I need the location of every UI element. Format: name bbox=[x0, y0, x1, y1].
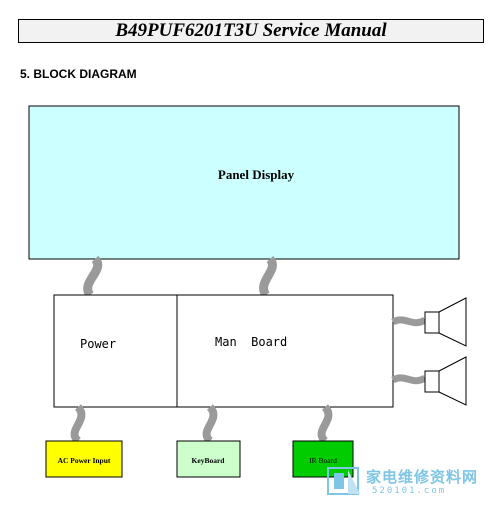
watermark-text: 家电维修资料网 bbox=[366, 468, 479, 486]
power-board-label: Power bbox=[80, 337, 116, 351]
speaker-icon bbox=[424, 297, 467, 347]
cable-main-ir bbox=[317, 404, 333, 444]
watermark-subtext: 520101.com bbox=[372, 486, 447, 496]
keyboard-label: KeyBoard bbox=[192, 456, 226, 465]
speaker-icon bbox=[424, 356, 467, 406]
section-heading: 5. BLOCK DIAGRAM bbox=[20, 67, 137, 81]
main-board-label: Man Board bbox=[215, 335, 287, 349]
cable-power-ac bbox=[70, 404, 86, 444]
ir-board-label: IR Board bbox=[309, 456, 337, 465]
ac-power-input-label: AC Power Input bbox=[58, 456, 111, 465]
keyboard-box bbox=[176, 440, 241, 478]
page-title: B49PUF6201T3U Service Manual bbox=[115, 20, 387, 41]
cable-main-speaker-top bbox=[391, 316, 427, 327]
main-board-box bbox=[176, 294, 394, 408]
power-board-box bbox=[53, 294, 178, 408]
panel-display-label: Panel Display bbox=[218, 167, 295, 182]
panel-display-box bbox=[28, 105, 460, 260]
watermark: 家电维修资料网 520101.com bbox=[326, 464, 494, 502]
cable-main-speaker-bottom bbox=[391, 374, 427, 385]
header-box: B49PUF6201T3U Service Manual bbox=[18, 19, 484, 43]
cable-main-keyboard bbox=[202, 404, 218, 444]
cable-panel-main bbox=[259, 255, 277, 298]
ac-power-input-box bbox=[45, 440, 123, 478]
watermark-logo-icon bbox=[327, 467, 360, 495]
cable-panel-power bbox=[83, 255, 103, 298]
ir-board-box bbox=[292, 440, 354, 478]
